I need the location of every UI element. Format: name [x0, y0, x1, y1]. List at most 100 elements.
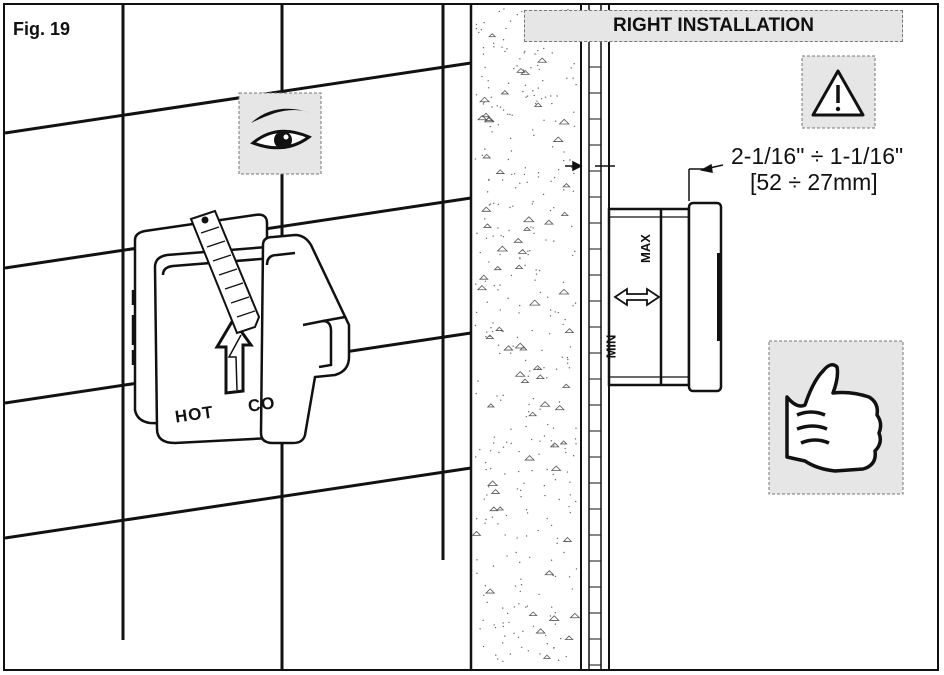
figure-label: Fig. 19: [13, 19, 71, 39]
speckle-dot: [526, 95, 529, 97]
speckle-mark: [562, 182, 571, 188]
speckle-dot: [491, 131, 493, 133]
speckle-dot: [487, 80, 489, 82]
speckle-dot: [510, 274, 513, 277]
speckle-dot: [487, 486, 490, 488]
speckle-mark: [496, 245, 509, 252]
speckle-dot: [566, 77, 568, 79]
speckle-dot: [560, 637, 562, 640]
speckle-dot: [550, 180, 552, 182]
speckle-dot: [546, 377, 548, 379]
speckle-dot: [532, 397, 535, 400]
speckle-dot: [489, 125, 491, 128]
speckle-mark: [558, 118, 570, 125]
speckle-mark: [532, 365, 543, 370]
speckle-dot: [554, 120, 557, 122]
speckle-dot: [535, 273, 538, 275]
speckle-mark: [481, 206, 492, 212]
speckle-dot: [497, 523, 499, 525]
speckle-dot: [484, 461, 487, 464]
valve-cap: [259, 233, 351, 445]
figure-frame: Fig. 19 RIGHT INSTALLATION 2-1/16" ÷ 1-1…: [3, 3, 939, 671]
speckle-dot: [480, 29, 482, 31]
speckle-dot: [565, 655, 567, 658]
speckle-dot: [565, 451, 567, 454]
speckle-mark: [484, 116, 495, 122]
speckle-dot: [492, 322, 494, 324]
speckle-dot: [510, 137, 512, 140]
speckle-dot: [532, 200, 534, 203]
speckle-dot: [530, 67, 532, 69]
speckle-dot: [497, 124, 500, 126]
speckle-dot: [541, 349, 543, 352]
speckle-dot: [485, 237, 488, 240]
speckle-dot: [484, 66, 486, 68]
speckle-dot: [509, 653, 512, 655]
speckle-mark: [554, 404, 565, 411]
speckle-mark: [520, 69, 531, 75]
speckle-dot: [519, 257, 521, 260]
speckle-dot: [493, 442, 495, 444]
speckle-mark: [514, 342, 526, 349]
speckle-dot: [519, 182, 521, 184]
speckle-dot: [501, 179, 504, 181]
speckle-dot: [551, 52, 553, 54]
speckle-dot: [517, 636, 520, 639]
speckle-dot: [485, 468, 487, 471]
speckle-dot: [506, 441, 508, 443]
measuring-ruler: [189, 209, 261, 335]
speckle-dot: [492, 202, 495, 205]
speckle-mark: [539, 401, 551, 407]
speckle-dot: [562, 281, 565, 284]
speckle-dot: [562, 323, 564, 326]
speckle-dot: [497, 227, 499, 229]
speckle-dot: [496, 395, 498, 397]
speckle-dot: [502, 607, 504, 609]
speckle-dot: [534, 53, 536, 55]
speckle-dot: [510, 150, 513, 152]
speckle-dot: [537, 172, 540, 174]
speckle-mark: [537, 57, 548, 63]
warning-icon: [801, 55, 876, 129]
speckle-mark: [561, 383, 571, 388]
speckle-dot: [509, 352, 512, 354]
speckle-dot: [475, 456, 477, 458]
speckle-mark: [543, 219, 554, 225]
speckle-dot: [523, 52, 525, 54]
dimension-metric: [52 ÷ 27mm]: [750, 169, 878, 195]
speckle-dot: [539, 440, 541, 442]
thumbs-up-icon: [768, 340, 904, 495]
speckle-dot: [537, 87, 539, 89]
speckle-dot: [522, 249, 524, 251]
speckle-dot: [519, 590, 521, 593]
speckle-dot: [506, 612, 509, 615]
speckle-dot: [569, 494, 571, 496]
speckle-dot: [527, 253, 529, 256]
speckle-dot: [482, 645, 485, 648]
speckle-mark: [562, 536, 573, 542]
speckle-dot: [475, 23, 478, 26]
speckle-dot: [511, 114, 513, 116]
speckle-dot: [553, 207, 555, 209]
speckle-mark: [524, 455, 536, 461]
speckle-dot: [537, 176, 540, 178]
speckle-dot: [571, 166, 573, 169]
speckle-dot: [526, 512, 529, 514]
speckle-dot: [535, 102, 537, 105]
speckle-mark: [559, 440, 568, 445]
speckle-dot: [505, 27, 507, 30]
speckle-dot: [530, 438, 533, 441]
speckle-dot: [496, 105, 498, 107]
speckle-dot: [476, 559, 478, 561]
speckle-dot: [544, 494, 546, 497]
speckle-dot: [498, 10, 501, 13]
speckle-dot: [500, 235, 502, 237]
speckle-mark: [535, 374, 545, 380]
speckle-dot: [491, 516, 494, 518]
speckle-dot: [575, 427, 577, 429]
speckle-dot: [523, 482, 525, 484]
speckle-dot: [524, 359, 527, 362]
speckle-dot: [511, 173, 513, 176]
speckle-dot: [544, 96, 547, 98]
speckle-dot: [555, 368, 558, 370]
